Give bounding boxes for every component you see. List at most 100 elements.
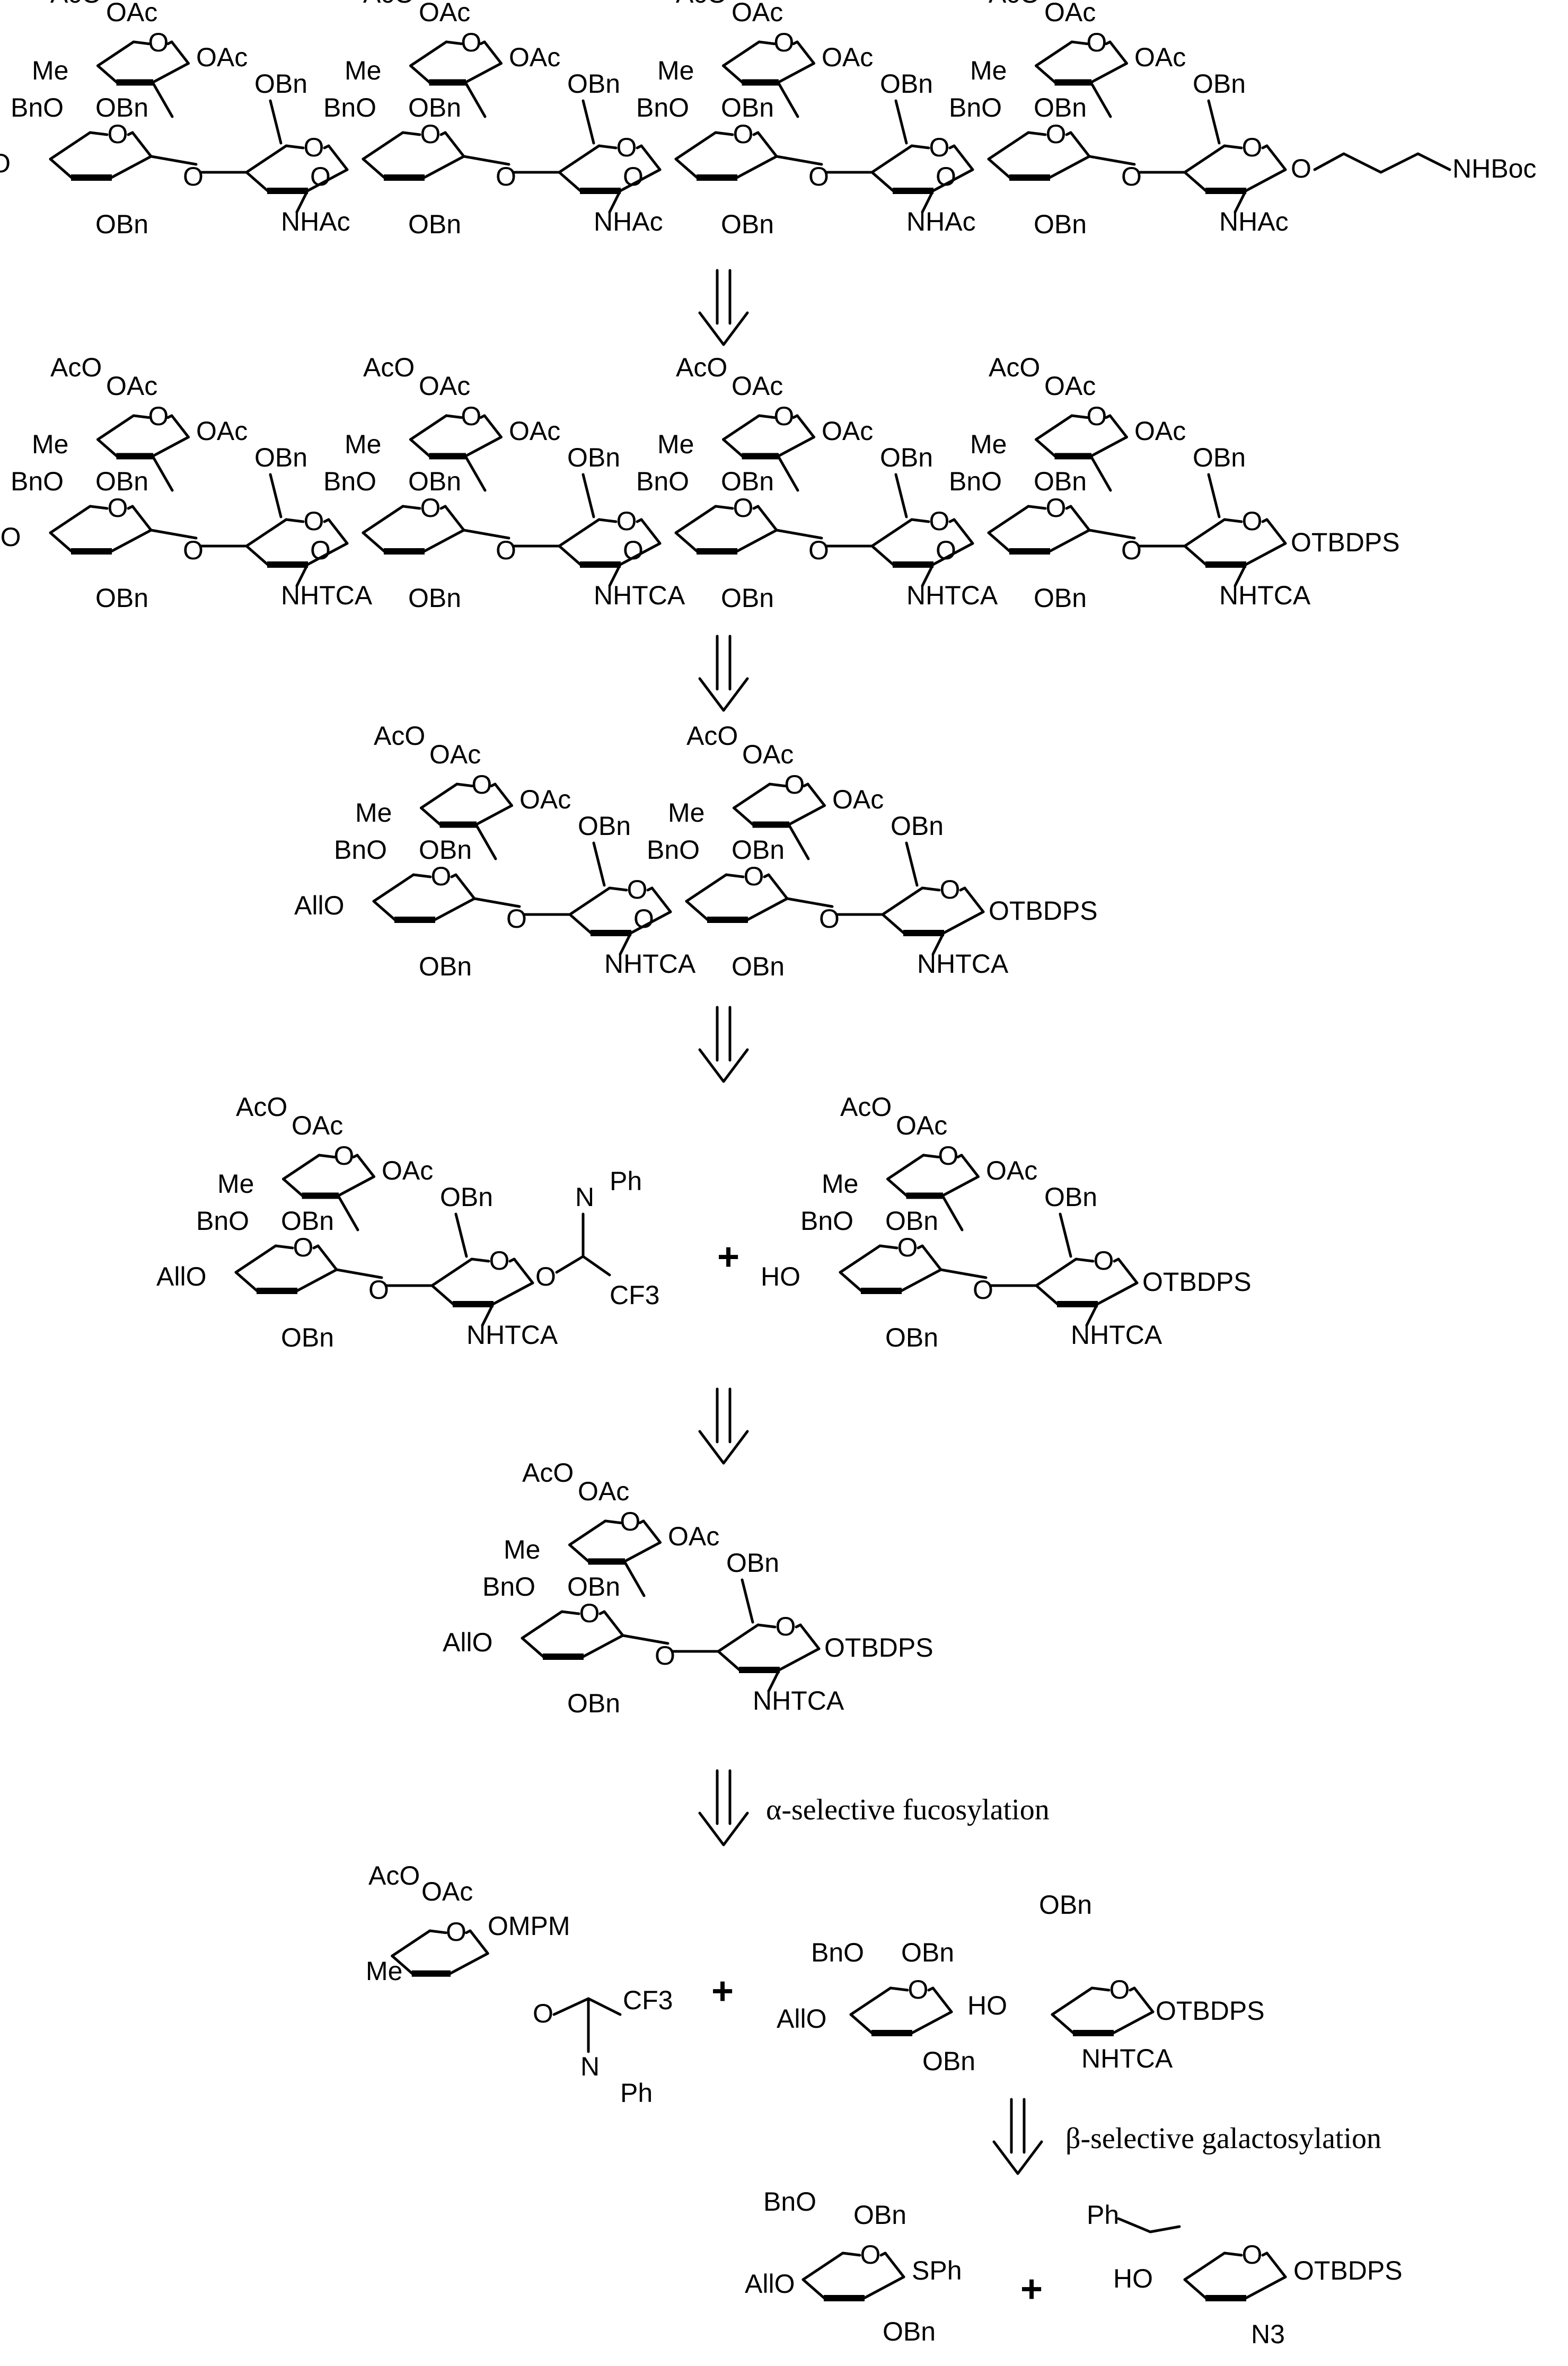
ring-front-edge bbox=[1054, 79, 1091, 86]
ch2-bond bbox=[894, 473, 908, 518]
amine-bond bbox=[1085, 1303, 1099, 1327]
ring-bond bbox=[1183, 144, 1226, 174]
label-obn-6: OBn bbox=[1039, 1890, 1092, 1920]
glycosidic-bond bbox=[623, 1560, 646, 1597]
ring-oxygen: O bbox=[431, 861, 452, 891]
label-obn-2: OBn bbox=[721, 583, 774, 613]
ring-oxygen: O bbox=[897, 1233, 918, 1262]
ring-bond bbox=[439, 131, 447, 136]
galactose-ring: O bbox=[674, 493, 778, 555]
ring-bond bbox=[479, 414, 486, 419]
glycosidic-oxygen: O bbox=[183, 535, 204, 565]
label-me: Me bbox=[657, 56, 694, 85]
label-otbdps: OTBDPS bbox=[989, 896, 1098, 926]
ring-bond bbox=[1090, 1986, 1111, 1992]
arrow-head bbox=[698, 677, 749, 712]
ring-bond bbox=[884, 2251, 905, 2279]
label-oac-2: OAc bbox=[519, 785, 571, 814]
ring-bond bbox=[640, 144, 662, 171]
retro-arrow-3 bbox=[698, 1006, 749, 1083]
ring-bond bbox=[650, 886, 672, 913]
glycosidic-bond bbox=[464, 455, 487, 492]
imidate-bond bbox=[555, 1255, 585, 1274]
ring-bond bbox=[234, 1244, 277, 1274]
label-obn-2: OBn bbox=[281, 1323, 334, 1352]
ring-oxygen: O bbox=[733, 119, 754, 149]
ring-oxygen: O bbox=[627, 875, 648, 904]
label-bno: BnO bbox=[323, 467, 376, 496]
label-oac: OAc bbox=[578, 1476, 629, 1506]
label-obn-6: OBn bbox=[440, 1182, 493, 1212]
label-me: Me bbox=[345, 429, 381, 459]
ring-oxygen: O bbox=[293, 1233, 314, 1262]
ring-bond bbox=[956, 1154, 963, 1159]
ring-oxygen: O bbox=[108, 493, 128, 523]
galactose-ring: O bbox=[801, 2240, 905, 2301]
ring-oxygen: O bbox=[420, 493, 441, 523]
label-left-substituent: AllO bbox=[0, 522, 21, 552]
label-obn-2: OBn bbox=[419, 952, 472, 981]
ring-bond bbox=[889, 1986, 909, 1992]
label-oac: OAc bbox=[429, 740, 481, 769]
galactose-ring: O bbox=[685, 861, 789, 923]
ring-oxygen: O bbox=[860, 2240, 881, 2270]
glycosidic-oxygen: O bbox=[655, 1641, 675, 1670]
amine-bond bbox=[295, 563, 309, 587]
label-aco: AcO bbox=[522, 1458, 574, 1488]
ring-front-edge bbox=[903, 930, 944, 936]
fucose-ring: O bbox=[1035, 28, 1128, 86]
label-oac: OAc bbox=[742, 740, 794, 769]
ring-bond bbox=[768, 782, 787, 788]
caption-galactosylation: β-selective galactosylation bbox=[1065, 2122, 1381, 2155]
glycosidic-bond bbox=[786, 897, 834, 908]
ring-bond bbox=[733, 782, 771, 810]
ring-bond bbox=[1105, 414, 1112, 419]
ring-bond bbox=[483, 40, 503, 65]
label-oac: OAc bbox=[106, 371, 157, 401]
ring-oxygen: O bbox=[1094, 1246, 1114, 1276]
ring-oxygen: O bbox=[1086, 401, 1107, 431]
ring-bond bbox=[722, 40, 761, 67]
ring-front-edge bbox=[580, 561, 621, 568]
label-obn: OBn bbox=[408, 467, 461, 496]
ring-bond bbox=[401, 505, 421, 510]
ring-bond bbox=[910, 518, 930, 523]
ring-bond bbox=[841, 2251, 861, 2257]
glucosamine-ring: O bbox=[870, 506, 974, 568]
ring-bond bbox=[608, 886, 628, 892]
ring-bond bbox=[801, 2251, 844, 2281]
label-me: Me bbox=[32, 429, 68, 459]
label-obn-6: OBn bbox=[1193, 69, 1246, 99]
ring-front-edge bbox=[871, 2030, 912, 2036]
label-oac-2: OAc bbox=[832, 785, 884, 814]
plus-sign-3: + bbox=[1020, 2268, 1043, 2310]
label-obn-6: OBn bbox=[880, 443, 933, 472]
glycosidic-bond bbox=[149, 529, 198, 540]
ring-bond bbox=[879, 2251, 887, 2257]
ring-front-edge bbox=[71, 174, 112, 181]
ring-bond bbox=[959, 886, 966, 892]
label-oac-2: OAc bbox=[822, 416, 873, 446]
label-obn-2: OBn bbox=[408, 209, 461, 239]
ring-bond bbox=[796, 414, 815, 438]
glycosidic-bond bbox=[775, 529, 823, 540]
label-obn-2: OBn bbox=[732, 952, 785, 981]
ring-front-edge bbox=[394, 917, 435, 923]
fucose-donor-ring: O bbox=[391, 1917, 489, 1977]
label-obn-2: OBn bbox=[885, 1323, 938, 1352]
ring-front-edge bbox=[824, 2295, 865, 2301]
ring-bond bbox=[323, 144, 330, 149]
ring-oxygen: O bbox=[304, 133, 324, 162]
ch2-bond bbox=[905, 841, 919, 887]
ch2-bond bbox=[582, 99, 595, 145]
ring-front-edge bbox=[1205, 561, 1246, 568]
ring-front-edge bbox=[697, 548, 737, 555]
label-oac-2: OAc bbox=[509, 416, 560, 446]
label-obn: OBn bbox=[95, 467, 148, 496]
ring-oxygen: O bbox=[579, 1598, 600, 1628]
ring-bond bbox=[963, 886, 985, 913]
